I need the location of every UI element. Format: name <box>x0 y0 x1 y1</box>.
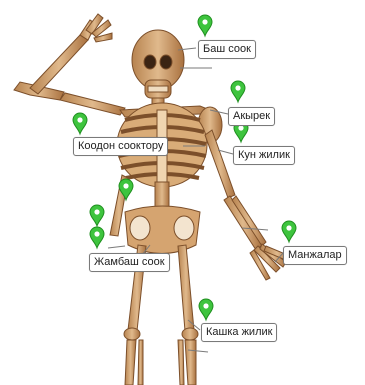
map-pin-icon[interactable] <box>198 15 212 36</box>
map-pin-icon[interactable] <box>231 81 245 102</box>
map-pin-icon[interactable] <box>90 205 104 226</box>
label-tibia[interactable]: Кашка жилик <box>201 323 277 342</box>
label-clavicle[interactable]: Акырек <box>228 107 275 126</box>
label-skull[interactable]: Баш соок <box>198 40 256 59</box>
map-pin-icon[interactable] <box>282 221 296 242</box>
label-ribcage[interactable]: Коодон сооктору <box>73 137 168 156</box>
map-pin-icon[interactable] <box>199 299 213 320</box>
map-pin-icon[interactable] <box>119 179 133 200</box>
label-pelvis[interactable]: Жамбаш соок <box>89 253 170 272</box>
label-hand[interactable]: Манжалар <box>283 246 347 265</box>
label-humerus[interactable]: Кун жилик <box>233 146 295 165</box>
map-pin-icon[interactable] <box>90 227 104 248</box>
map-pin-icon[interactable] <box>73 113 87 134</box>
